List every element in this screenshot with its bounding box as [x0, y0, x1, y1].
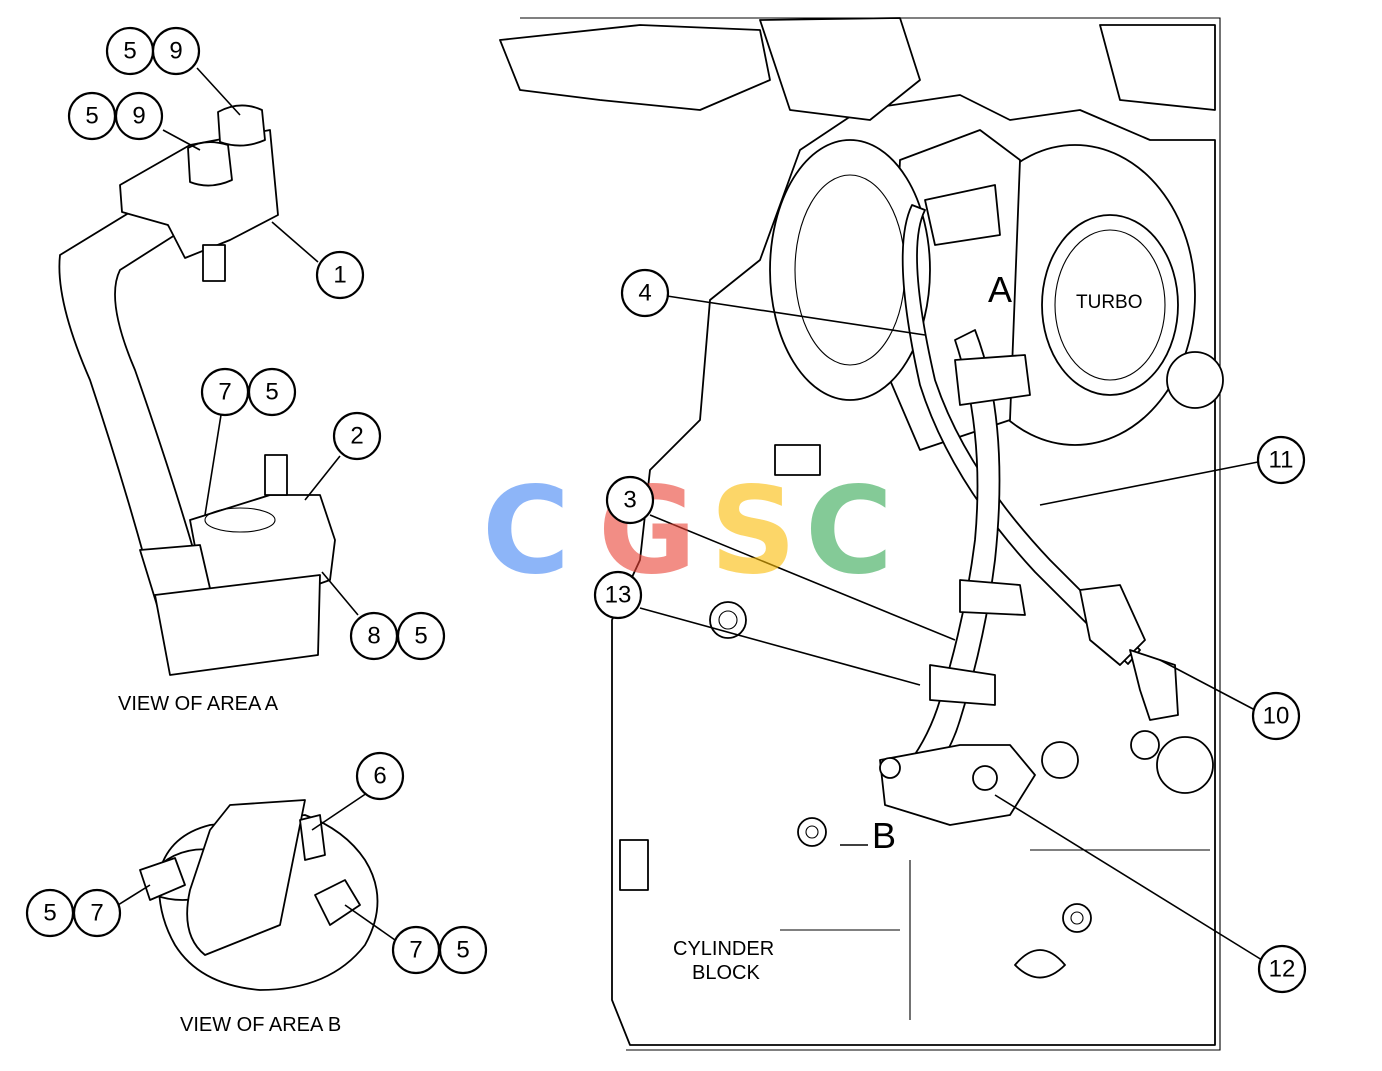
svg-text:7: 7 — [218, 379, 231, 406]
watermark-letter-1: C — [482, 463, 570, 602]
svg-text:9: 9 — [169, 38, 182, 65]
cylinder-block-label-line2: BLOCK — [692, 962, 760, 984]
cylinder-block-label-line1: CYLINDER — [673, 938, 774, 960]
svg-text:12: 12 — [1269, 956, 1296, 983]
callout-12: 12 — [1257, 944, 1307, 994]
callout-10: 10 — [1251, 691, 1301, 741]
area-b-marker: B — [872, 815, 896, 856]
leader-lines — [117, 67, 1263, 961]
svg-text:5: 5 — [456, 937, 469, 964]
callout-5: 5 — [25, 888, 75, 938]
svg-text:5: 5 — [265, 379, 278, 406]
view-area-b-illustration — [139, 799, 379, 991]
view-area-a-illustration — [58, 104, 336, 676]
callout-7: 7 — [200, 367, 250, 417]
callout-5: 5 — [247, 367, 297, 417]
svg-text:5: 5 — [85, 103, 98, 130]
callout-7: 7 — [72, 888, 122, 938]
callout-2: 2 — [332, 411, 382, 461]
view-area-b-label: VIEW OF AREA B — [180, 1014, 341, 1036]
callout-6: 6 — [355, 751, 405, 801]
area-a-marker: A — [988, 269, 1012, 310]
svg-text:11: 11 — [1269, 447, 1294, 474]
svg-text:5: 5 — [414, 623, 427, 650]
svg-text:4: 4 — [638, 280, 651, 307]
labels: VIEW OF AREA A VIEW OF AREA B TURBO CYLI… — [118, 269, 1143, 1036]
watermark-letter-3: S — [710, 463, 796, 602]
callout-3: 3 — [605, 475, 655, 525]
callout-11: 11 — [1256, 435, 1306, 485]
svg-text:8: 8 — [367, 623, 380, 650]
svg-text:7: 7 — [409, 937, 422, 964]
callout-1: 1 — [315, 250, 365, 300]
svg-text:10: 10 — [1263, 703, 1290, 730]
engine-view — [499, 17, 1224, 1051]
svg-text:5: 5 — [43, 900, 56, 927]
svg-text:1: 1 — [333, 262, 346, 289]
callout-8: 8 — [349, 611, 399, 661]
svg-text:2: 2 — [350, 423, 363, 450]
svg-text:6: 6 — [373, 763, 386, 790]
turbo-label: TURBO — [1076, 292, 1143, 313]
svg-text:13: 13 — [605, 582, 632, 609]
callout-9: 9 — [114, 91, 164, 141]
svg-text:7: 7 — [90, 900, 103, 927]
callout-4: 4 — [620, 268, 670, 318]
cgsc-watermark: C G S C — [482, 463, 893, 602]
callout-9: 9 — [151, 26, 201, 76]
callouts: 5 9 5 9 1 7 5 2 8 5 6 5 7 7 5 4 3 13 11 … — [25, 26, 1307, 994]
callout-7: 7 — [391, 925, 441, 975]
view-area-a-label: VIEW OF AREA A — [118, 693, 279, 715]
callout-5: 5 — [438, 925, 488, 975]
callout-5: 5 — [396, 611, 446, 661]
callout-5: 5 — [105, 26, 155, 76]
svg-text:5: 5 — [123, 38, 136, 65]
callout-13: 13 — [593, 570, 643, 620]
svg-text:9: 9 — [132, 103, 145, 130]
watermark-letter-4: C — [805, 463, 893, 602]
svg-text:3: 3 — [623, 487, 636, 514]
callout-5: 5 — [67, 91, 117, 141]
